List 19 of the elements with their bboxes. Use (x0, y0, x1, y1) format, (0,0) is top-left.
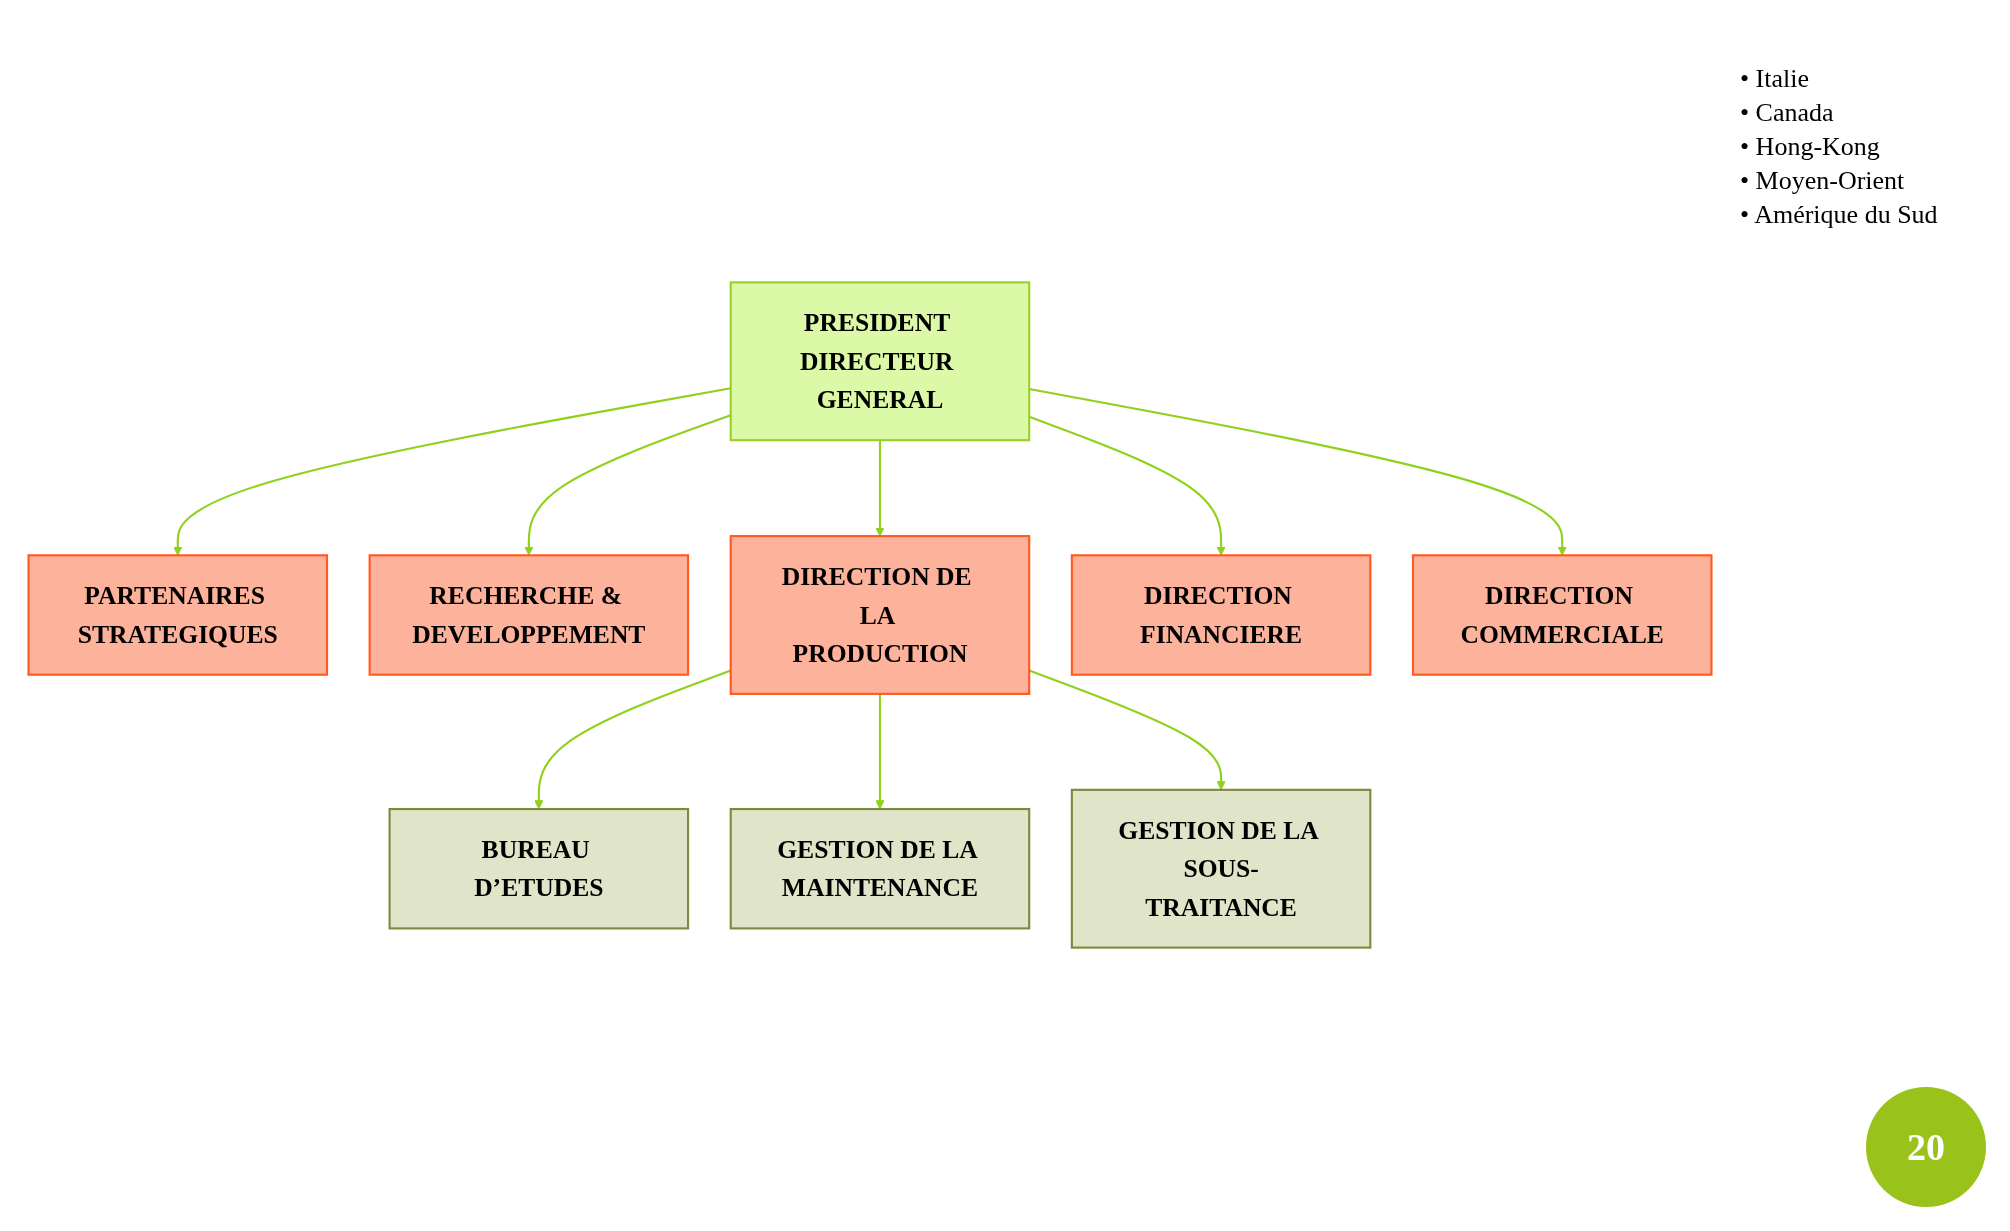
list-item: • Italie (1740, 64, 1810, 94)
node-box: BUREAU D’ETUDES (388, 807, 690, 930)
list-item: • Amérique du Sud (1740, 200, 1939, 230)
node-box: RECHERCHE & DEVELOPPEMENT (368, 554, 690, 676)
arrow (173, 387, 731, 556)
list-item: • Canada (1740, 98, 1835, 128)
node-box: DIRECTION COMMERCIALE (1411, 554, 1713, 676)
node-box: GESTION DE LA SOUS-TRAITANCE (1070, 788, 1372, 949)
node-box: PRESIDENT DIRECTEUR GENERAL (729, 281, 1031, 442)
arrow (875, 440, 885, 537)
list-item: • Hong-Kong (1740, 132, 1881, 162)
node-box: DIRECTION DE LA PRODUCTION (729, 535, 1031, 695)
node-box: PARTENAIRES STRATEGIQUES (27, 554, 329, 676)
node-box: GESTION DE LA MAINTENANCE (729, 807, 1031, 930)
arrow (1029, 388, 1567, 556)
arrow (875, 693, 885, 810)
node-box: DIRECTION FINANCIERE (1070, 554, 1372, 676)
page-number: 20 (1866, 1087, 1986, 1207)
list-item: • Moyen-Orient (1740, 166, 1906, 196)
